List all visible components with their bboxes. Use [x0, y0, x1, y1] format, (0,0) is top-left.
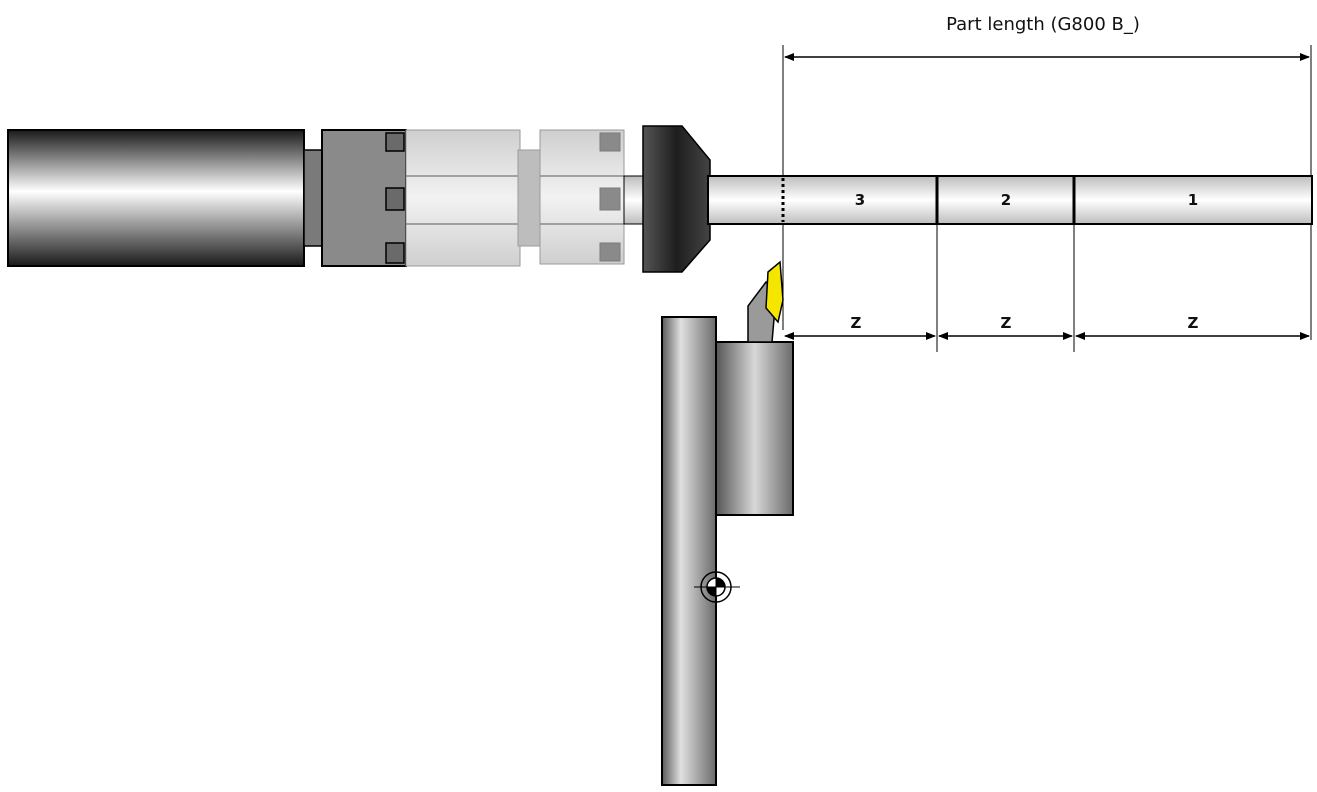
z-label-3: Z: [1188, 314, 1199, 332]
segment-label-2: 2: [1001, 191, 1011, 209]
tool-insert: [765, 260, 784, 324]
segment-label-3: 3: [855, 191, 865, 209]
collet-nut-slot-middle: [599, 187, 621, 211]
guide-bushing: [642, 125, 711, 273]
collet-nut-slot-top: [599, 132, 621, 152]
tool-post: [661, 316, 717, 786]
bar-stock: [707, 175, 1313, 225]
collet-neck: [517, 149, 541, 247]
chuck-jaw-bottom: [385, 242, 405, 264]
part-length-title: Part length (G800 B_): [946, 14, 1140, 35]
chuck-jaw-middle: [385, 187, 405, 211]
chuck-jaw-top: [385, 132, 405, 152]
center-symbol-icon: [694, 568, 740, 606]
segment-label-1: 1: [1188, 191, 1198, 209]
collet-nut-slot-bottom: [599, 242, 621, 262]
z-label-1: Z: [851, 314, 862, 332]
collet-body: [405, 129, 521, 267]
spindle-body: [7, 129, 305, 267]
z-label-2: Z: [1001, 314, 1012, 332]
tool-holder: [715, 341, 794, 516]
